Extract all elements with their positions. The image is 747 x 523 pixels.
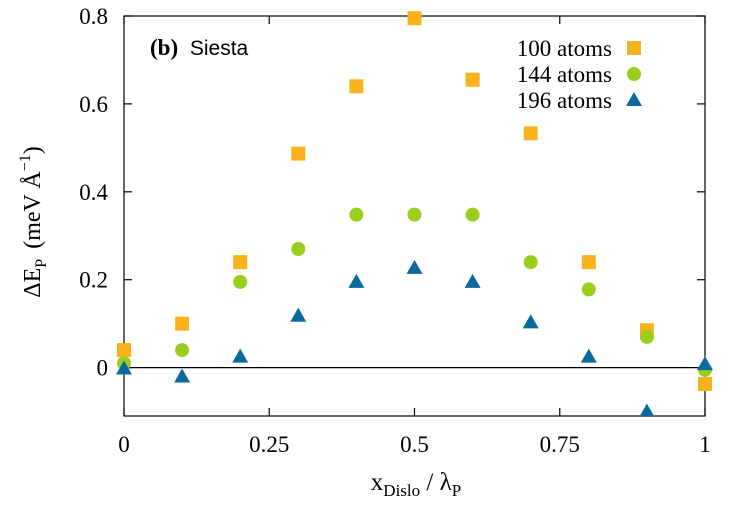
data-point-triangle [290, 307, 307, 322]
y-axis-title: ΔEP(meV Å−1) [17, 146, 50, 298]
data-point-triangle [116, 360, 132, 375]
data-marks [116, 11, 713, 416]
data-point-square [581, 255, 596, 270]
data-point-circle [349, 207, 364, 222]
y-tick-label: 0.4 [79, 180, 108, 205]
data-point-circle [407, 207, 422, 222]
data-point-triangle [522, 314, 539, 329]
x-tick-label: 1 [699, 432, 711, 457]
data-point-circle [291, 241, 306, 256]
data-point-circle [233, 274, 248, 289]
data-point-triangle [174, 368, 191, 383]
x-tick-label: 0.5 [400, 432, 429, 457]
y-tick-label: 0 [97, 356, 109, 381]
x-axis-title: xDislo / λP [371, 469, 461, 500]
data-point-square [175, 316, 190, 331]
data-point-triangle [406, 259, 423, 274]
data-point-circle [175, 343, 190, 358]
series-triangle [116, 259, 713, 416]
data-point-square [117, 343, 131, 358]
x-tick-label: 0 [118, 432, 130, 457]
data-point-square [291, 146, 306, 161]
data-point-triangle [697, 356, 713, 371]
y-tick-label: 0.2 [79, 268, 108, 293]
data-point-circle [465, 207, 480, 222]
x-tick-label: 0.75 [540, 432, 580, 457]
axis-ticks: 0 0.25 0.5 0.75 1 0 0.2 0.4 0.6 0.8 [79, 4, 711, 457]
legend-marker-square [627, 41, 641, 55]
panel-label: (b) [150, 35, 178, 60]
data-point-triangle [580, 348, 597, 363]
x-tick-label: 0.25 [249, 432, 289, 457]
y-tick-label: 0.8 [79, 4, 108, 29]
y-tick-label: 0.6 [79, 92, 108, 117]
legend-label: 100 atoms [517, 36, 612, 61]
data-point-square [523, 126, 538, 141]
data-point-square [407, 11, 422, 26]
data-point-square [465, 72, 480, 87]
data-point-circle [639, 329, 654, 344]
data-point-square [233, 255, 248, 270]
data-point-square [698, 376, 712, 391]
series-circle [117, 207, 712, 377]
data-point-triangle [232, 348, 249, 363]
series-square [117, 11, 712, 391]
panel-annotation: (b) Siesta [150, 35, 249, 60]
data-point-triangle [639, 403, 654, 416]
legend-marker-triangle [626, 92, 642, 106]
legend-label: 196 atoms [517, 88, 612, 113]
data-point-circle [523, 255, 538, 270]
data-point-square [349, 79, 364, 94]
data-point-triangle [464, 273, 481, 288]
data-point-triangle [348, 273, 365, 288]
data-point-circle [581, 282, 596, 297]
panel-title: Siesta [190, 37, 249, 60]
legend-marker-circle [627, 67, 641, 81]
legend-label: 144 atoms [517, 62, 612, 87]
